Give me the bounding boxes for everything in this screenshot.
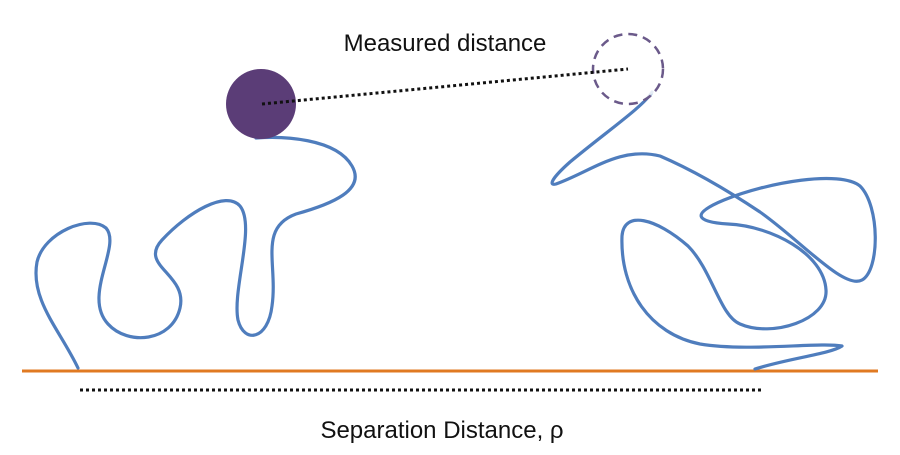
measured-dotted-line (261, 67, 629, 106)
measured-distance-label: Measured distance (344, 30, 547, 57)
left-polymer-chain (34, 135, 357, 370)
solid-bead (226, 69, 296, 139)
separation-distance-label: Separation Distance, ρ (320, 417, 563, 444)
right-polymer-chain (550, 90, 877, 371)
